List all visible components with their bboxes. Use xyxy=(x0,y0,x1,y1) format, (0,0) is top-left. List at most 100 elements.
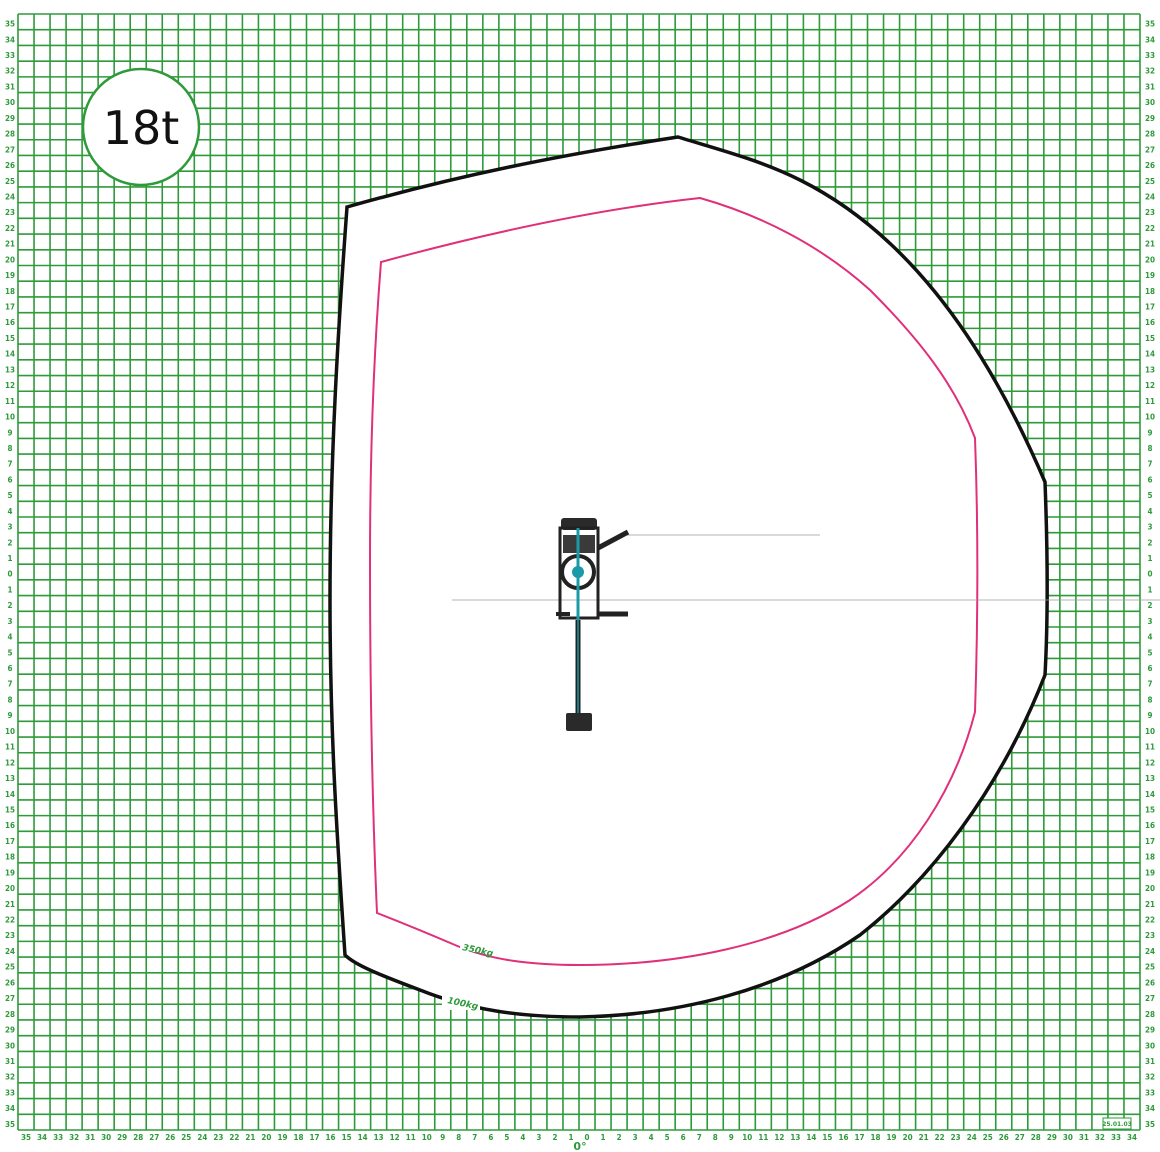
bottom-tick-label: 22 xyxy=(229,1133,239,1142)
bottom-tick-label: 34 xyxy=(37,1133,47,1142)
bottom-angle-label: 0° xyxy=(573,1140,586,1152)
bottom-tick-label: 10 xyxy=(742,1133,752,1142)
left-tick-label: 33 xyxy=(5,51,15,60)
right-tick-label: 19 xyxy=(1145,271,1155,280)
left-tick-label: 10 xyxy=(5,413,15,422)
right-tick-label: 16 xyxy=(1145,318,1155,327)
left-tick-label: 29 xyxy=(5,1026,15,1035)
bottom-tick-label: 3 xyxy=(536,1133,541,1142)
right-tick-label: 35 xyxy=(1145,20,1155,29)
bottom-tick-label: 6 xyxy=(681,1133,686,1142)
right-tick-label: 14 xyxy=(1145,350,1155,359)
bottom-tick-label: 25 xyxy=(983,1133,993,1142)
bottom-tick-label: 25 xyxy=(181,1133,191,1142)
date-label: 25.01.03 xyxy=(1102,1121,1132,1128)
left-tick-label: 20 xyxy=(5,884,15,893)
outer-label-gap xyxy=(442,990,480,1010)
left-tick-label: 21 xyxy=(5,900,15,909)
right-tick-label: 25 xyxy=(1145,177,1155,186)
right-tick-label: 30 xyxy=(1145,98,1155,107)
right-tick-label: 6 xyxy=(1147,664,1152,673)
right-tick-label: 16 xyxy=(1145,821,1155,830)
right-tick-label: 35 xyxy=(1145,1120,1155,1129)
right-tick-label: 32 xyxy=(1145,1073,1155,1082)
bottom-tick-label: 21 xyxy=(245,1133,255,1142)
left-tick-label: 26 xyxy=(5,978,15,987)
left-tick-label: 6 xyxy=(7,664,12,673)
right-tick-label: 26 xyxy=(1145,978,1155,987)
right-tick-label: 27 xyxy=(1145,145,1155,154)
inner-envelope-350kg xyxy=(368,196,979,967)
right-tick-label: 15 xyxy=(1145,334,1155,343)
right-tick-label: 12 xyxy=(1145,381,1155,390)
right-tick-label: 19 xyxy=(1145,868,1155,877)
right-tick-label: 29 xyxy=(1145,1026,1155,1035)
right-tick-label: 28 xyxy=(1145,1010,1155,1019)
bottom-tick-label: 19 xyxy=(277,1133,287,1142)
date-box: 25.01.03 xyxy=(1102,1117,1132,1130)
left-tick-label: 1 xyxy=(7,554,12,563)
bottom-tick-label: 14 xyxy=(806,1133,816,1142)
inner-label-gap xyxy=(460,936,494,952)
bottom-tick-label: 28 xyxy=(133,1133,143,1142)
left-tick-label: 31 xyxy=(5,1057,15,1066)
left-tick-label: 23 xyxy=(5,931,15,940)
right-tick-label: 32 xyxy=(1145,67,1155,76)
right-tick-label: 24 xyxy=(1145,947,1155,956)
right-tick-label: 23 xyxy=(1145,931,1155,940)
left-tick-label: 23 xyxy=(5,208,15,217)
right-tick-label: 1 xyxy=(1147,554,1152,563)
left-tick-label: 15 xyxy=(5,805,15,814)
left-tick-label: 22 xyxy=(5,916,15,925)
right-tick-label: 15 xyxy=(1145,805,1155,814)
bottom-tick-label: 5 xyxy=(504,1133,509,1142)
right-tick-label: 10 xyxy=(1145,727,1155,736)
right-tick-label: 5 xyxy=(1147,648,1152,657)
right-axis-ticks: 3534333231302928272625242322212019181716… xyxy=(1145,20,1155,1129)
left-tick-label: 35 xyxy=(5,1120,15,1129)
right-tick-label: 30 xyxy=(1145,1041,1155,1050)
right-tick-label: 2 xyxy=(1147,601,1152,610)
left-tick-label: 10 xyxy=(5,727,15,736)
left-tick-label: 12 xyxy=(5,381,15,390)
left-tick-label: 8 xyxy=(7,695,12,704)
left-tick-label: 25 xyxy=(5,177,15,186)
right-tick-label: 31 xyxy=(1145,82,1155,91)
left-tick-label: 32 xyxy=(5,67,15,76)
bottom-tick-label: 12 xyxy=(390,1133,400,1142)
bottom-tick-label: 27 xyxy=(1015,1133,1025,1142)
bottom-tick-label: 35 xyxy=(21,1133,31,1142)
left-tick-label: 11 xyxy=(5,743,15,752)
left-tick-label: 33 xyxy=(5,1088,15,1097)
bottom-tick-label: 1 xyxy=(568,1133,573,1142)
left-tick-label: 13 xyxy=(5,774,15,783)
right-tick-label: 17 xyxy=(1145,303,1155,312)
bottom-tick-label: 32 xyxy=(1095,1133,1105,1142)
left-tick-label: 29 xyxy=(5,114,15,123)
bottom-tick-label: 12 xyxy=(774,1133,784,1142)
left-tick-label: 19 xyxy=(5,271,15,280)
left-tick-label: 0 xyxy=(7,570,12,579)
bottom-tick-label: 24 xyxy=(967,1133,977,1142)
bottom-tick-label: 15 xyxy=(342,1133,352,1142)
left-tick-label: 1 xyxy=(7,585,12,594)
right-tick-label: 11 xyxy=(1145,397,1155,406)
bottom-tick-label: 8 xyxy=(456,1133,461,1142)
bottom-tick-label: 27 xyxy=(149,1133,159,1142)
right-tick-label: 7 xyxy=(1147,460,1152,469)
left-tick-label: 14 xyxy=(5,790,15,799)
left-tick-label: 32 xyxy=(5,1073,15,1082)
bottom-tick-label: 14 xyxy=(358,1133,368,1142)
left-tick-label: 17 xyxy=(5,837,15,846)
right-tick-label: 17 xyxy=(1145,837,1155,846)
left-tick-label: 27 xyxy=(5,145,15,154)
bottom-tick-label: 29 xyxy=(117,1133,127,1142)
bottom-tick-label: 32 xyxy=(69,1133,79,1142)
right-tick-label: 13 xyxy=(1145,774,1155,783)
right-tick-label: 8 xyxy=(1147,695,1152,704)
bottom-tick-label: 0 xyxy=(585,1133,590,1142)
right-tick-label: 4 xyxy=(1147,633,1152,642)
left-tick-label: 28 xyxy=(5,130,15,139)
right-tick-label: 13 xyxy=(1145,365,1155,374)
